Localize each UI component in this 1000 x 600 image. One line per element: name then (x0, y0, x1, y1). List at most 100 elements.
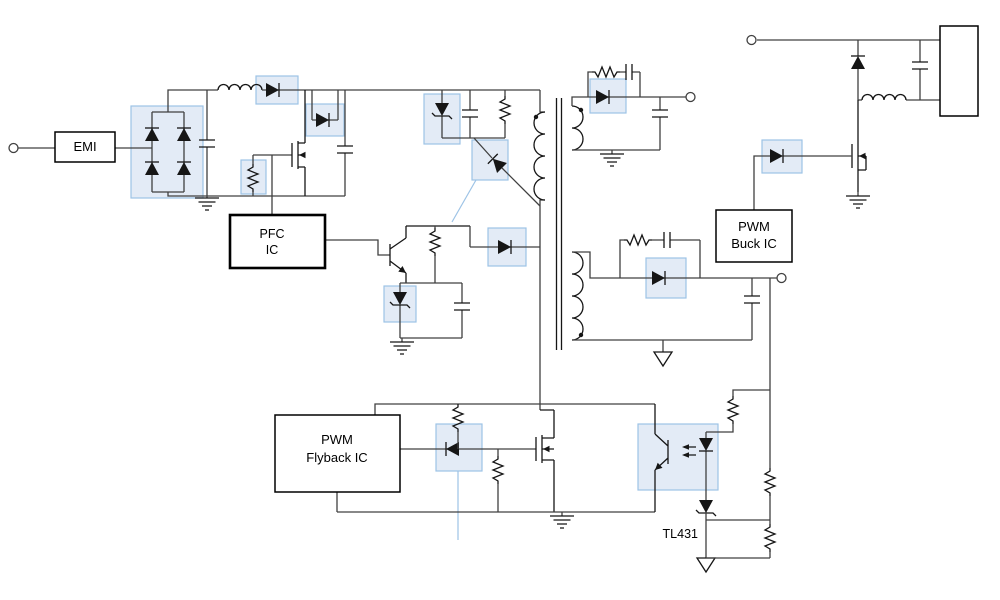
bjt-arrow-icon (398, 266, 406, 273)
primary-winding-icon (533, 111, 546, 201)
buck-ground-icon (845, 195, 871, 209)
input-capacitor (198, 90, 216, 196)
capacitor-icon (911, 61, 929, 70)
control-ground-icon (549, 515, 575, 529)
bulk-capacitor (336, 90, 354, 196)
bias-ground-icon (599, 153, 625, 167)
resistor-icon (764, 523, 776, 553)
aux-resistor (429, 226, 441, 283)
opto-arrow-icon (682, 452, 689, 458)
aux-transistor (389, 225, 470, 283)
resistor-icon (727, 395, 739, 425)
buck-inductor-icon (861, 93, 907, 101)
emi-label: EMI (73, 139, 96, 154)
pwm-buck-ic-block (715, 209, 793, 263)
feedback-ground-icon (696, 557, 716, 573)
pwm-buck-label-line1: PWM (738, 219, 770, 234)
optocoupler (654, 404, 714, 512)
capacitor-icon (625, 63, 633, 81)
gate-pulldown-resistor (492, 449, 504, 512)
resistor-icon (764, 467, 776, 497)
output-snubber (619, 231, 701, 278)
gate-speedup-resistor (452, 403, 464, 449)
pwm-buck-label-line2: Buck IC (731, 236, 777, 251)
capacitor-icon (663, 231, 671, 249)
polarity-dot-icon (578, 332, 584, 338)
polarity-dot-icon (578, 107, 584, 113)
aux-zener (389, 283, 411, 338)
clamp-diode-highlight (471, 139, 509, 181)
load-block (939, 25, 979, 117)
buck-converter (746, 25, 979, 210)
sense-resistor-highlight (240, 159, 267, 195)
bias-diode-highlight (589, 78, 627, 114)
bias-winding-icon (571, 105, 584, 151)
block-boxes: EMI PFC IC PWM Flyback IC PWM Buck IC (54, 131, 793, 493)
aux-capacitor (453, 283, 471, 338)
resistor-icon (623, 234, 653, 246)
diode-icon (850, 55, 866, 70)
feedback-divider (706, 278, 776, 559)
phototransistor-arrow-icon (655, 462, 663, 470)
mosfet-arrow-icon (299, 151, 306, 159)
clamp-capacitor-icon (461, 109, 479, 118)
flyback-drive-stage (336, 403, 655, 540)
resistor-icon (591, 66, 621, 78)
resistor-icon (492, 455, 504, 485)
clamp-resistor-icon (499, 95, 511, 125)
capacitor-icon (453, 302, 471, 311)
pfc-boost-stage (217, 82, 540, 215)
capacitor-icon (651, 109, 669, 118)
ac-input-terminal (8, 142, 19, 154)
bridge-rectifier-highlight (130, 105, 204, 199)
mosfet-arrow-icon (859, 152, 866, 160)
capacitor-icon (336, 145, 354, 154)
flyback-transformer (533, 90, 584, 410)
clamp-network (431, 90, 541, 223)
bias-snubber (587, 63, 641, 97)
aux-bias-circuit (325, 225, 540, 355)
tl431-shunt (695, 499, 770, 573)
feedback-network: TL431 (654, 278, 776, 573)
pfc-ic-label-line2: IC (266, 243, 279, 257)
pwm-flyback-ic-block (274, 414, 401, 493)
pwm-flyback-label-line1: PWM (321, 432, 353, 447)
capacitor-icon (743, 295, 761, 304)
primary-ground-icon (194, 197, 220, 211)
polarity-dot-icon (533, 114, 539, 120)
pfc-ic-label-line1: PFC (260, 227, 285, 241)
buck-input-terminal (746, 34, 757, 46)
control-ground-bus (336, 492, 655, 516)
resistor-icon (429, 227, 441, 257)
buck-output-capacitor (911, 40, 929, 100)
aux-rectifier-diode (469, 226, 540, 255)
secondary-ground-icon (653, 351, 673, 367)
mosfet-arrow-icon (543, 445, 550, 453)
bias-output-circuit (571, 63, 696, 167)
pfc-ic-block (228, 213, 327, 270)
feedback-line (374, 403, 655, 415)
optocoupler-highlight (637, 423, 719, 491)
buck-mosfet (851, 100, 867, 192)
buck-gate-diode (753, 148, 852, 210)
current-sense-resistor (247, 154, 272, 196)
bypass-diode (311, 90, 339, 128)
buck-freewheel-diode (850, 40, 866, 100)
bias-output-capacitor (651, 97, 669, 150)
pwm-flyback-label-line2: Flyback IC (306, 450, 367, 465)
output-capacitor (743, 278, 761, 340)
led-series-resistor (706, 389, 770, 433)
transformer-core-icon (555, 98, 563, 350)
secondary-winding-icon (571, 251, 584, 341)
bridge-rectifier (144, 89, 345, 197)
pfc-mosfet (271, 90, 306, 215)
main-output-circuit (572, 231, 787, 367)
flyback-mosfet (535, 409, 555, 512)
main-output-terminal (776, 272, 787, 284)
bias-output-terminal (685, 91, 696, 103)
aux-ground-icon (389, 341, 415, 355)
tl431-label: TL431 (663, 527, 698, 541)
emi-filter-block (54, 131, 116, 163)
